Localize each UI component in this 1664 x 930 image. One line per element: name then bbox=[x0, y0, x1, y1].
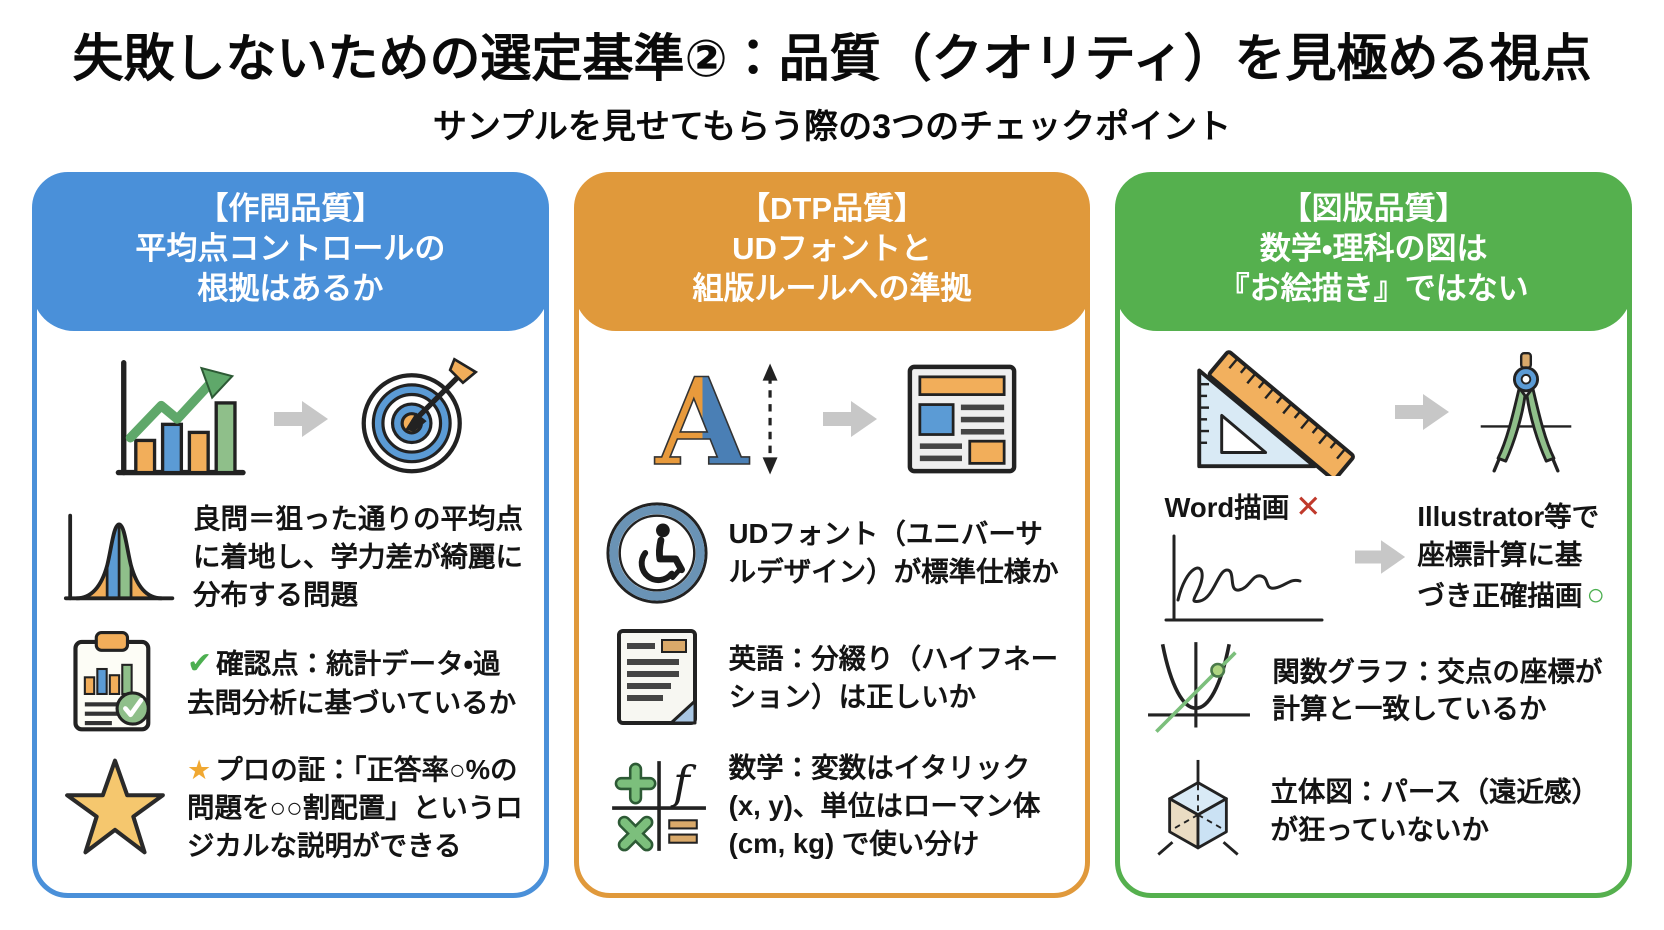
list-item: UDフォント（ユニバーサルデザイン）が標準仕様か bbox=[599, 499, 1066, 607]
cross-mark-icon: ✕ bbox=[1295, 488, 1322, 524]
hero-font-to-layout: A bbox=[599, 355, 1066, 483]
item-text: 立体図：パース（遠近感）が狂っていないか bbox=[1270, 775, 1599, 845]
compare-right-text: Illustrator等で座標計算に基づき正確描画○ bbox=[1417, 498, 1607, 617]
header-line-1: 【作問品質】 bbox=[197, 190, 384, 226]
target-bullseye-icon bbox=[361, 357, 479, 474]
page-subtitle: サンプルを見せてもらう際の3つのチェックポイント bbox=[432, 107, 1232, 146]
check-icon: ✔ bbox=[187, 646, 213, 680]
list-item: 良問＝狙った通りの平均点に着地し、学力差が綺麗に分布する問題 bbox=[57, 500, 524, 614]
list-item: 立体図：パース（遠近感）が狂っていないか bbox=[1140, 753, 1607, 869]
hyphenation-document-icon bbox=[616, 628, 697, 725]
arrow-right-icon bbox=[1355, 540, 1406, 574]
list-item: ✔確認点：統計データ・過去問分析に基づいているか bbox=[57, 627, 524, 737]
hero-chart-to-target bbox=[57, 352, 524, 486]
header-line-3: 『お絵描き』ではない bbox=[1218, 271, 1529, 307]
star-icon bbox=[65, 758, 165, 855]
header-line-2: 数学・理科の図は bbox=[1259, 230, 1488, 266]
list-item: 英語：分綴り（ハイフネーション）は正しいか bbox=[599, 623, 1066, 733]
cards-row: 【作問品質】 平均点コントロールの 根拠はあるか bbox=[0, 171, 1664, 898]
drawing-compass-icon bbox=[1480, 352, 1572, 473]
list-item: 関数グラフ：交点の座標が計算と一致しているか bbox=[1140, 638, 1607, 742]
list-item-text: 立体図：パース（遠近感）が狂っていないか bbox=[1270, 773, 1607, 849]
list-item-text: ★プロの証：「正答率○%の問題を○○割配置」というロジカルな説明ができる bbox=[187, 751, 524, 865]
bar-chart-growth-icon bbox=[116, 360, 247, 476]
hand-drawn-graph-icon bbox=[1164, 534, 1324, 622]
item-text: 数学：変数はイタリック (x, y)、単位はローマン体 (cm, kg) で使い… bbox=[728, 751, 1041, 859]
header-line-3: 組版ルールへの準拠 bbox=[692, 271, 972, 307]
header-line-2: UDフォントと bbox=[732, 230, 932, 266]
list-item-text: 関数グラフ：交点の座標が計算と一致しているか bbox=[1272, 653, 1607, 729]
arrow-right-icon bbox=[823, 400, 877, 437]
item-text: 英語：分綴り（ハイフネーション）は正しいか bbox=[728, 642, 1059, 712]
bell-curve-icon bbox=[63, 513, 175, 600]
compare-left-label: Word描画✕ bbox=[1164, 486, 1321, 529]
card-question-quality: 【作問品質】 平均点コントロールの 根拠はあるか bbox=[32, 171, 549, 898]
accessibility-icon bbox=[606, 502, 708, 604]
math-symbols-icon: f bbox=[611, 755, 706, 852]
header-line-3: 根拠はあるか bbox=[197, 271, 384, 307]
card-question-quality-header: 【作問品質】 平均点コントロールの 根拠はあるか bbox=[32, 171, 549, 331]
circle-mark-icon: ○ bbox=[1586, 576, 1606, 612]
header-line-2: 平均点コントロールの bbox=[135, 230, 446, 266]
set-square-ruler-icon bbox=[1197, 349, 1356, 476]
header-line-1: 【DTP品質】 bbox=[739, 190, 925, 226]
list-item-text: 英語：分綴り（ハイフネーション）は正しいか bbox=[729, 640, 1066, 716]
clipboard-stats-icon bbox=[73, 631, 151, 732]
page-title: 失敗しないための選定基準②：品質（クオリティ）を見極める視点 bbox=[72, 30, 1592, 87]
svg-text:f: f bbox=[670, 755, 697, 808]
label-text: Word描画 bbox=[1164, 491, 1290, 523]
item-text: Illustrator等で座標計算に基づき正確描画 bbox=[1417, 500, 1600, 611]
item-text: UDフォント（ユニバーサルデザイン）が標準仕様か bbox=[728, 517, 1059, 587]
arrow-right-icon bbox=[274, 401, 329, 438]
item-text: 確認点：統計データ・過去問分析に基づいているか bbox=[187, 647, 517, 718]
card-question-quality-body: 良問＝狙った通りの平均点に着地し、学力差が綺麗に分布する問題 bbox=[37, 331, 544, 893]
compare-left: Word描画✕ bbox=[1140, 486, 1345, 629]
list-item-text: 数学：変数はイタリック (x, y)、単位はローマン体 (cm, kg) で使い… bbox=[729, 749, 1066, 863]
card-dtp-quality-body: A bbox=[579, 331, 1086, 893]
list-item: f 数学：変数はイタリック (x, y)、単位はローマン体 (cm, kg) で… bbox=[599, 749, 1066, 863]
card-figure-quality-body: Word描画✕ Illustrator等で座標計算に基づき正確描画○ bbox=[1120, 331, 1627, 893]
parabola-intersection-icon bbox=[1148, 642, 1251, 734]
card-figure-quality-header: 【図版品質】 数学・理科の図は 『お絵描き』ではない bbox=[1115, 171, 1633, 331]
item-text: 関数グラフ：交点の座標が計算と一致しているか bbox=[1272, 655, 1603, 725]
svg-text:A: A bbox=[654, 355, 750, 483]
letter-a-fontsize-icon: A bbox=[654, 355, 778, 483]
card-figure-quality: 【図版品質】 数学・理科の図は 『お絵描き』ではない bbox=[1115, 171, 1633, 898]
list-item: ★プロの証：「正答率○%の問題を○○割配置」というロジカルな説明ができる bbox=[57, 751, 524, 865]
header-line-1: 【図版品質】 bbox=[1280, 190, 1467, 226]
list-item-text: 良問＝狙った通りの平均点に着地し、学力差が綺麗に分布する問題 bbox=[193, 500, 524, 614]
star-bullet-icon: ★ bbox=[187, 754, 212, 785]
hero-tools-to-compass bbox=[1140, 349, 1607, 476]
list-item-text: ✔確認点：統計データ・過去問分析に基づいているか bbox=[187, 643, 524, 722]
isometric-cube-icon bbox=[1157, 759, 1239, 856]
item-text: プロの証：「正答率○%の問題を○○割配置」というロジカルな説明ができる bbox=[187, 753, 523, 862]
card-dtp-quality-header: 【DTP品質】 UDフォントと 組版ルールへの準拠 bbox=[573, 171, 1091, 331]
newspaper-layout-icon bbox=[907, 364, 1017, 473]
list-item-text: UDフォント（ユニバーサルデザイン）が標準仕様か bbox=[729, 515, 1066, 591]
item-text: 良問＝狙った通りの平均点に着地し、学力差が綺麗に分布する問題 bbox=[193, 502, 523, 610]
arrow-right-icon bbox=[1395, 394, 1450, 431]
card-dtp-quality: 【DTP品質】 UDフォントと 組版ルールへの準拠 A bbox=[573, 171, 1091, 898]
compare-word-vs-illustrator: Word描画✕ Illustrator等で座標計算に基づき正確描画○ bbox=[1140, 486, 1607, 629]
